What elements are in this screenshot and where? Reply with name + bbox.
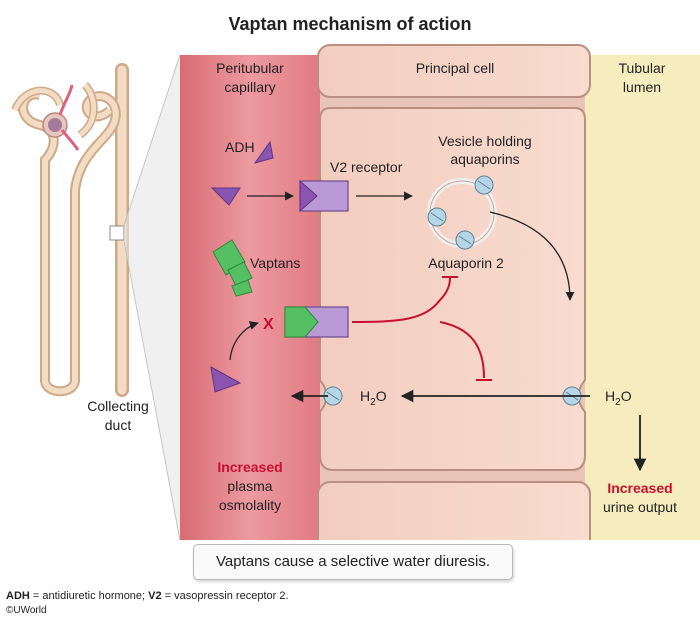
vesicle-label-2: aquaporins [450, 151, 519, 167]
vesicle-label-1: Vesicle holding [438, 133, 531, 149]
urine-output-label: urine output [603, 499, 677, 515]
mechanism-diagram: Peritubular capillary Principal cell Tub… [11, 44, 700, 540]
increased-label-right: Increased [607, 480, 672, 496]
capillary-region [180, 55, 320, 540]
footnote-adh-abbr: ADH [6, 590, 30, 602]
lumen-label-2: lumen [623, 79, 661, 95]
footnote-v2-def: = vasopressin receptor 2. [161, 590, 289, 602]
collecting-duct-label-2: duct [105, 417, 132, 433]
blocked-x-mark: X [263, 316, 274, 333]
peritubular-label-1: Peritubular [216, 60, 284, 76]
increased-label-left: Increased [217, 459, 282, 475]
aquaporin2-label: Aquaporin 2 [428, 255, 504, 271]
adh-label: ADH [225, 139, 255, 155]
principal-cell-label: Principal cell [416, 60, 495, 76]
footnote-adh-def: = antidiuretic hormone; [29, 590, 149, 602]
upper-cell [317, 44, 591, 98]
v2-receptor-label: V2 receptor [330, 159, 403, 175]
adh-molecule-icon [210, 187, 241, 206]
nephron-illustration [11, 54, 181, 540]
footnote: ADH = antidiuretic hormone; V2 = vasopre… [6, 590, 289, 602]
adh-molecule-icon [210, 366, 242, 393]
adh-molecule-icon [253, 140, 274, 164]
water-right-label: H2O [605, 388, 632, 408]
collecting-duct-label-1: Collecting [87, 398, 148, 414]
lumen-region [585, 55, 700, 540]
aquaporin-icon [455, 230, 475, 250]
blocked-v2-receptor-icon [284, 306, 349, 338]
plasma-label: plasma [227, 478, 272, 494]
summary-box: Vaptans cause a selective water diuresis… [193, 544, 513, 580]
principal-cell [319, 107, 586, 471]
inhibition-lines [351, 276, 492, 381]
vaptan-molecule-icon [212, 239, 253, 297]
diagram-title: Vaptan mechanism of action [228, 14, 472, 34]
water-left-label: H2O [360, 388, 387, 408]
peritubular-label-2: capillary [224, 79, 275, 95]
aquaporin-icon [474, 175, 494, 195]
copyright-credit: ©UWorld [6, 605, 47, 616]
footnote-v2-abbr: V2 [148, 590, 162, 602]
aquaporin-icon [427, 207, 447, 227]
osmolality-label: osmolality [219, 497, 281, 513]
vaptans-label: Vaptans [250, 255, 300, 271]
lower-cell [317, 481, 591, 540]
lumen-label-1: Tubular [619, 60, 666, 76]
v2-receptor-icon [299, 179, 349, 213]
